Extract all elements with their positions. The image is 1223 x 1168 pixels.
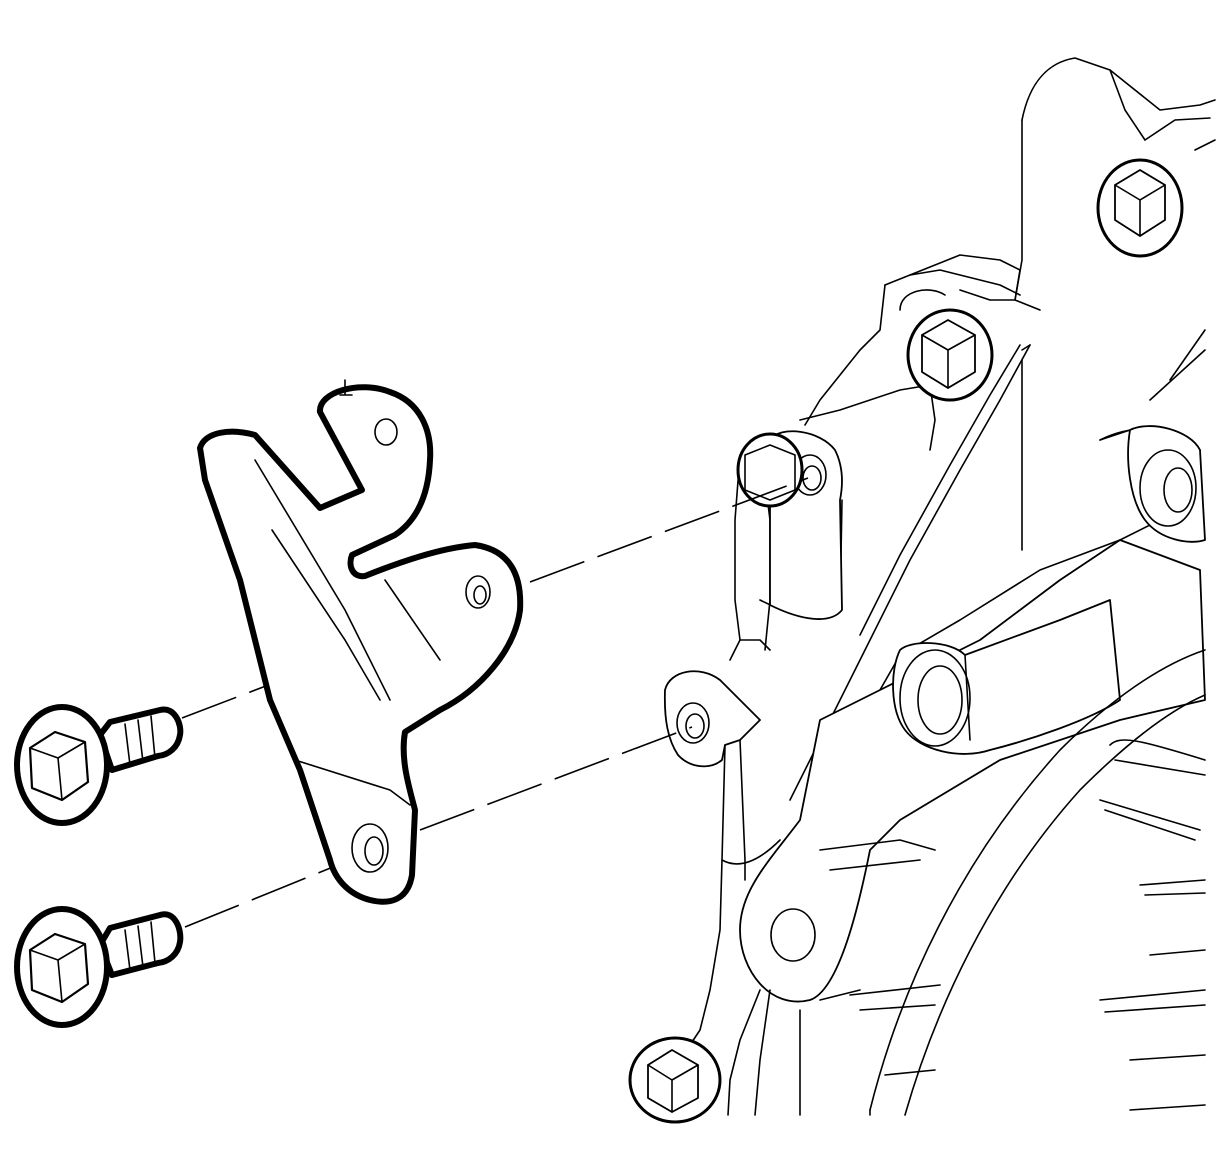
installed-bolt-bottom	[628, 1036, 722, 1124]
installed-bolt-middle	[906, 308, 994, 402]
hex-flange-bolt-lower	[14, 906, 184, 1028]
installed-bolt-top	[1096, 158, 1184, 258]
mounting-bracket	[197, 379, 524, 905]
hex-flange-bolt-upper	[14, 704, 184, 826]
installed-bolt-upper-boss	[736, 432, 804, 508]
transmission-housing	[663, 57, 1216, 1116]
